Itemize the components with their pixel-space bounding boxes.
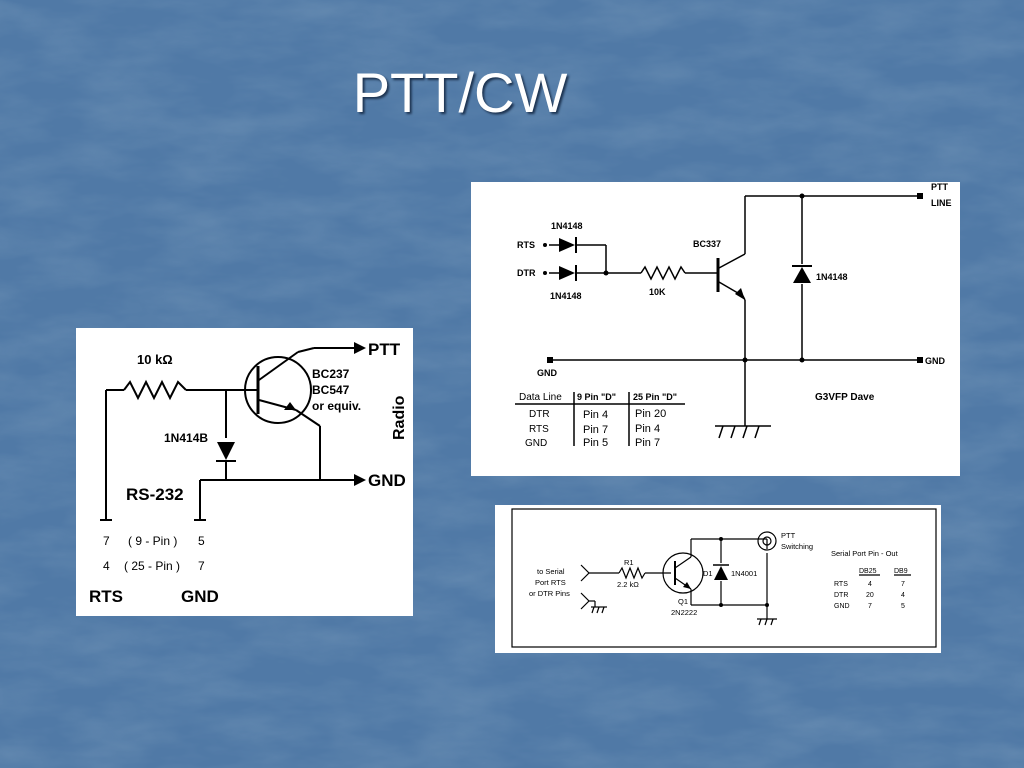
pin-row2-b: ( 25 - Pin ): [124, 559, 180, 573]
slide-title: PTT/CW: [352, 61, 568, 124]
pin-row2-c: 7: [198, 559, 205, 573]
dtr-input-label: DTR: [517, 268, 536, 278]
table-r1-c3: Pin 20: [635, 408, 666, 420]
pinout-r3-c2: 7: [868, 603, 872, 610]
pinout-r2-c2: 20: [866, 592, 874, 599]
resistor-name: R1: [624, 558, 634, 567]
right-circuit-diagram: PTT LINE 1N4148 1N4148 RTS DTR BC337 10K…: [471, 182, 960, 476]
resistor-label: 10 kΩ: [137, 352, 173, 367]
pinout-r3-c3: 5: [901, 603, 905, 610]
pinout-r1-c1: RTS: [834, 581, 848, 588]
diode-right-label: 1N4148: [816, 272, 848, 282]
pinout-header-db9: DB9: [894, 568, 908, 575]
pinout-r1-c3: 7: [901, 581, 905, 588]
ptt-label: PTT: [368, 340, 401, 359]
gnd-right-label: GND: [925, 356, 946, 366]
left-circuit-diagram: 10 kΩ BC237 BC547 or equiv. PTT GND Radi…: [76, 328, 413, 616]
gnd-label: GND: [368, 471, 406, 490]
input-label-1: to Serial: [537, 567, 565, 576]
table-header-1: Data Line: [519, 392, 562, 403]
rts-input-label: RTS: [517, 240, 535, 250]
gnd-left-label: GND: [537, 368, 558, 378]
table-r2-c1: RTS: [529, 424, 549, 435]
rts-label: RTS: [89, 587, 123, 606]
diode-type: 1N4001: [731, 569, 757, 578]
resistor-value: 2.2 kΩ: [617, 580, 639, 589]
table-r1-c2: Pin 4: [583, 409, 608, 421]
table-r2-c2: Pin 7: [583, 424, 608, 436]
pin-row1-a: 7: [103, 534, 110, 548]
radio-label: Radio: [391, 395, 408, 440]
transistor-name: Q1: [678, 597, 688, 606]
pinout-header-db25: DB25: [859, 568, 877, 575]
diode-label: 1N414B: [164, 431, 208, 445]
diode-bottom-label: 1N4148: [550, 291, 582, 301]
pinout-r2-c1: DTR: [834, 592, 848, 599]
ptt-line-2: LINE: [931, 198, 952, 208]
pin-row1-c: 5: [198, 534, 205, 548]
input-label-2: Port RTS: [535, 578, 566, 587]
diode-top-label: 1N4148: [551, 221, 583, 231]
gnd-bottom-label: GND: [181, 587, 219, 606]
ptt-label-1: PTT: [781, 531, 796, 540]
author-label: G3VFP Dave: [815, 392, 875, 403]
ptt-label-2: Switching: [781, 542, 813, 551]
table-r3-c3: Pin 7: [635, 437, 660, 449]
table-header-3: 25 Pin "D": [633, 392, 677, 402]
diode-name: D1: [703, 569, 713, 578]
table-header-2: 9 Pin "D": [577, 392, 616, 402]
table-r2-c3: Pin 4: [635, 423, 660, 435]
transistor-type-3: or equiv.: [312, 399, 361, 413]
rs232-label: RS-232: [126, 485, 184, 504]
bottom-circuit-diagram: to Serial Port RTS or DTR Pins R1 2.2 kΩ…: [495, 505, 941, 653]
input-label-3: or DTR Pins: [529, 589, 570, 598]
table-r3-c1: GND: [525, 438, 547, 449]
pin-row1-b: ( 9 - Pin ): [128, 534, 177, 548]
transistor-type-1: BC237: [312, 367, 350, 381]
pinout-r3-c1: GND: [834, 603, 850, 610]
pinout-r2-c3: 4: [901, 592, 905, 599]
transistor-type-2: BC547: [312, 383, 350, 397]
transistor-type: 2N2222: [671, 608, 697, 617]
pin-row2-a: 4: [103, 559, 110, 573]
table-r1-c1: DTR: [529, 409, 550, 420]
table-r3-c2: Pin 5: [583, 437, 608, 449]
ptt-line-1: PTT: [931, 182, 949, 192]
transistor-label: BC337: [693, 239, 721, 249]
pinout-title: Serial Port Pin - Out: [831, 549, 899, 558]
pinout-r1-c2: 4: [868, 581, 872, 588]
resistor-label-right: 10K: [649, 287, 666, 297]
